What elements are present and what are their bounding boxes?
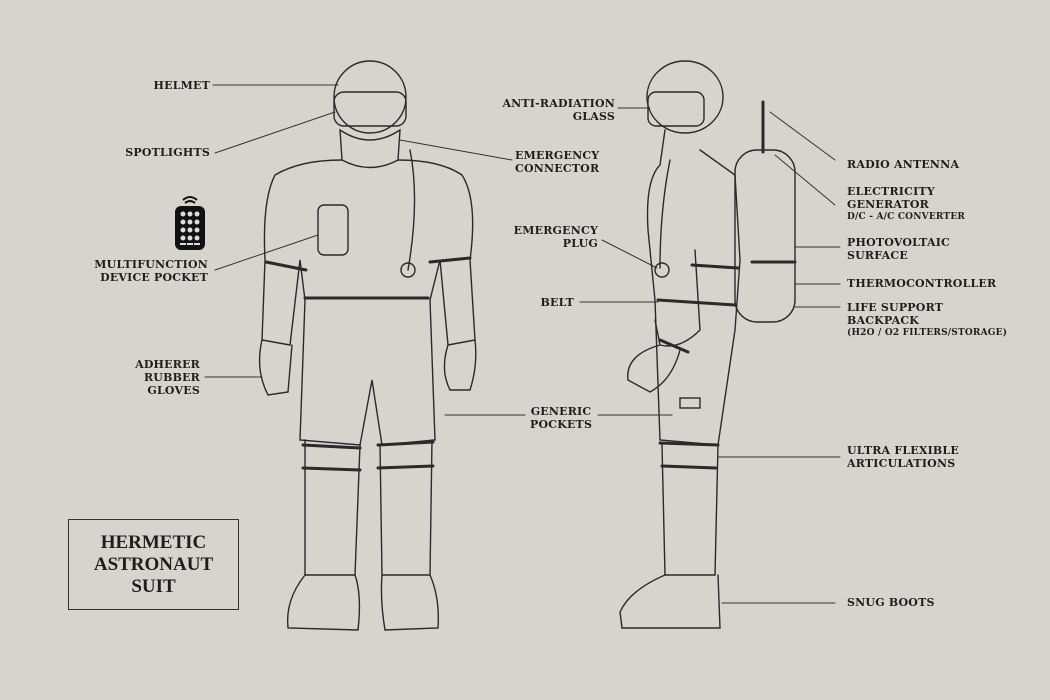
- label-line: GLOVES: [147, 384, 200, 397]
- multifunction-device-icon: [172, 192, 208, 256]
- label-line: EMERGENCY: [513, 224, 598, 237]
- label-line: POCKETS: [530, 418, 593, 431]
- label-line: ARTICULATIONS: [847, 457, 956, 470]
- label-line: ULTRA FLEXIBLE: [847, 444, 959, 457]
- label-line: ADHERER: [135, 358, 200, 371]
- title-line: HERMETIC: [100, 531, 207, 553]
- label-line: ANTI-RADIATION: [502, 97, 615, 110]
- side-view-figure: [619, 60, 797, 629]
- label-line: GENERATOR: [847, 198, 930, 211]
- label-line: ELECTRICITY: [847, 185, 935, 198]
- label-line: PHOTOVOLTAIC: [847, 236, 951, 249]
- title-line: SUIT: [131, 575, 176, 597]
- label-radio-antenna: RADIO ANTENNA: [847, 158, 960, 171]
- label-line: EMERGENCY: [515, 149, 600, 162]
- label-line: LIFE SUPPORT: [847, 301, 944, 314]
- label-line: DEVICE POCKET: [100, 271, 208, 284]
- label-sub: D/C - A/C CONVERTER: [847, 212, 966, 222]
- label-line: MULTIFUNCTION: [94, 258, 208, 271]
- label-line: PLUG: [562, 237, 598, 250]
- label-line: CONNECTOR: [515, 162, 600, 175]
- label-line: BACKPACK: [847, 314, 920, 327]
- title-line: ASTRONAUT: [93, 553, 214, 575]
- label-line: RUBBER: [143, 371, 200, 384]
- label-line: SURFACE: [847, 249, 908, 262]
- label-line: GLASS: [572, 110, 615, 123]
- label-sub: (H2O / O2 FILTERS/STORAGE): [847, 328, 1008, 338]
- label-snug-boots: SNUG BOOTS: [847, 596, 935, 609]
- label-belt: BELT: [540, 296, 574, 309]
- leader-lines: [204, 84, 841, 604]
- label-helmet: HELMET: [153, 79, 210, 92]
- label-line: GENERIC: [530, 405, 592, 418]
- front-view-figure: [258, 60, 477, 631]
- label-spotlights: SPOTLIGHTS: [125, 146, 210, 159]
- label-thermocontroller: THERMOCONTROLLER: [847, 277, 997, 290]
